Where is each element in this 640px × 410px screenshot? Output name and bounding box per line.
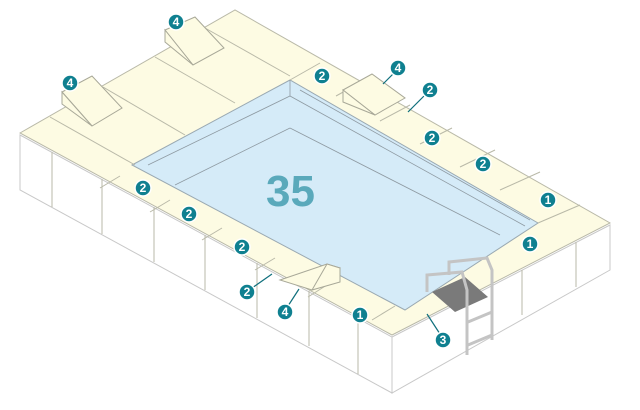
callout-badge: 2 [233, 238, 251, 256]
svg-text:2: 2 [239, 240, 246, 254]
callout-badge: 4 [167, 13, 185, 31]
svg-text:2: 2 [319, 69, 326, 83]
callout-badge: 2 [421, 81, 439, 99]
right-wall [391, 224, 611, 394]
callout-badge: 4 [389, 59, 407, 77]
svg-text:2: 2 [429, 131, 436, 145]
wedge-cushion [278, 263, 342, 291]
callout-badge: 3 [434, 331, 452, 349]
svg-text:2: 2 [244, 285, 251, 299]
callout-badge: 4 [276, 303, 294, 321]
svg-text:2: 2 [140, 181, 147, 195]
svg-text:2: 2 [186, 207, 193, 221]
callout-badge: 2 [313, 67, 331, 85]
callout-badge: 1 [539, 191, 557, 209]
svg-text:4: 4 [173, 15, 180, 29]
wedge-cushion [342, 73, 406, 116]
callout-badge: 2 [134, 179, 152, 197]
svg-text:4: 4 [67, 76, 74, 90]
callout-badge: 2 [180, 205, 198, 223]
svg-text:4: 4 [395, 61, 402, 75]
pool-size-label: 35 [266, 167, 315, 216]
pool-inner-walls [147, 80, 531, 236]
svg-text:1: 1 [527, 237, 534, 251]
svg-text:3: 3 [440, 333, 447, 347]
wall-seams [51, 152, 577, 374]
pool-ladder [425, 256, 494, 355]
svg-text:1: 1 [545, 193, 552, 207]
leader-lines [251, 73, 441, 335]
callout-badge: 4 [61, 74, 79, 92]
wedge-cushion [61, 75, 123, 127]
svg-text:2: 2 [427, 83, 434, 97]
callout-badge: 2 [238, 283, 256, 301]
callout-badge: 1 [351, 306, 369, 324]
callout-badge: 1 [521, 235, 539, 253]
svg-text:2: 2 [480, 157, 487, 171]
svg-text:4: 4 [282, 305, 289, 319]
svg-text:1: 1 [357, 308, 364, 322]
callout-badge: 2 [474, 155, 492, 173]
callout-badge: 2 [423, 129, 441, 147]
